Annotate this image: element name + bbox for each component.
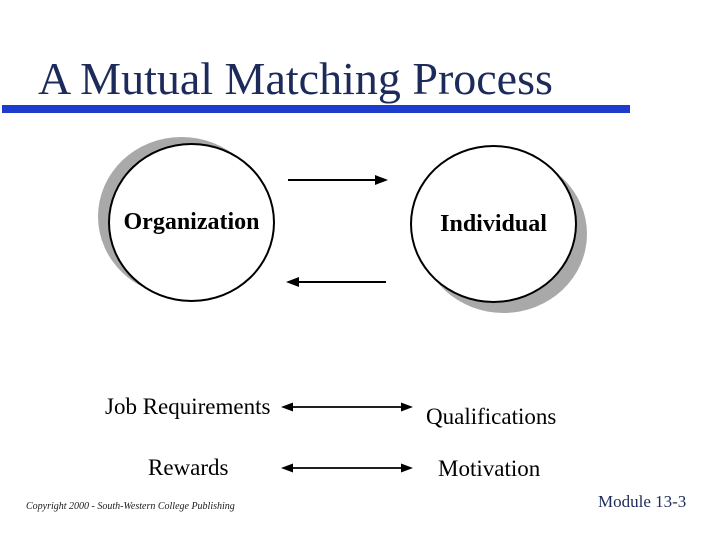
module-number: Module 13-3 bbox=[598, 492, 687, 511]
individual-label: Individual bbox=[440, 210, 547, 237]
copyright-text: Copyright 2000 - South-Western College P… bbox=[26, 501, 235, 512]
double-arrow-icon bbox=[281, 402, 413, 412]
job-requirements-label: Job Requirements bbox=[105, 394, 271, 419]
motivation-label: Motivation bbox=[438, 456, 541, 481]
arrow-right-icon bbox=[288, 175, 388, 185]
title-underline bbox=[2, 105, 630, 113]
organization-circle: Organization bbox=[108, 143, 275, 302]
slide-title: A Mutual Matching Process bbox=[38, 53, 553, 104]
qualifications-label: Qualifications bbox=[426, 404, 557, 429]
rewards-label: Rewards bbox=[148, 455, 229, 480]
organization-label: Organization bbox=[123, 209, 260, 235]
individual-circle: Individual bbox=[410, 145, 577, 303]
arrow-left-icon bbox=[286, 277, 386, 287]
double-arrow-icon bbox=[281, 463, 413, 473]
